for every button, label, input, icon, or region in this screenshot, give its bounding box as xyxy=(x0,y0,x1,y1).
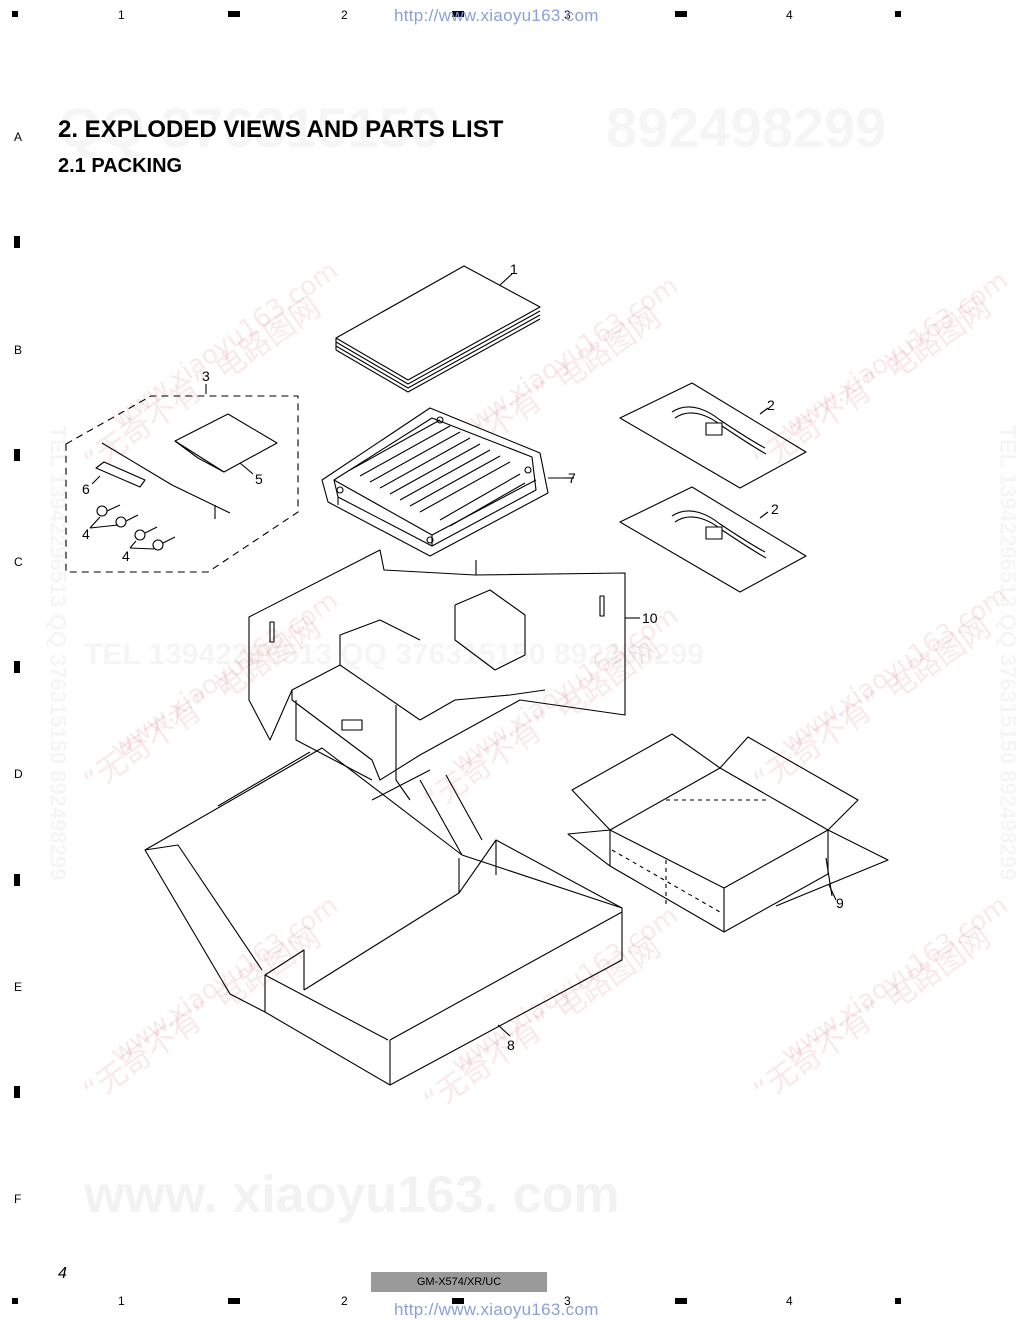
column-number: 1 xyxy=(118,8,125,22)
corner-mark xyxy=(895,11,901,17)
callout-4: 4 xyxy=(122,548,130,564)
column-number: 3 xyxy=(564,8,571,22)
callout-2: 2 xyxy=(771,501,779,517)
column-mark xyxy=(228,1298,240,1304)
column-number: 2 xyxy=(341,1294,348,1308)
page-title: 2. EXPLODED VIEWS AND PARTS LIST xyxy=(58,116,504,143)
row-letter: A xyxy=(14,130,23,144)
column-mark xyxy=(675,1298,687,1304)
callout-6: 6 xyxy=(82,481,90,497)
column-number: 2 xyxy=(341,8,348,22)
row-mark xyxy=(14,1086,20,1098)
part-outer-carton xyxy=(567,733,889,933)
part-bottom-tray xyxy=(144,747,623,1086)
callout-3: 3 xyxy=(202,368,210,384)
row-letter: D xyxy=(14,767,23,781)
part-wiring-harness-a xyxy=(619,382,807,489)
part-manuals xyxy=(335,265,541,393)
column-number: 4 xyxy=(786,1294,793,1308)
row-letter: C xyxy=(14,555,23,569)
page-number: 4 xyxy=(58,1265,67,1282)
row-mark xyxy=(14,661,20,673)
watermark-site: www. xiaoyu163. com xyxy=(84,1166,620,1224)
section-title: 2.1 PACKING xyxy=(58,155,183,177)
row-letter: E xyxy=(14,980,23,994)
callout-7: 7 xyxy=(568,470,576,486)
column-number: 4 xyxy=(786,8,793,22)
watermark-contact: TEL 13942296513 QQ 376315150 892498299 xyxy=(84,638,704,672)
row-mark xyxy=(14,874,20,886)
callout-10: 10 xyxy=(642,610,658,626)
header-url-link[interactable]: http://www.xiaoyu163.com xyxy=(394,6,599,25)
corner-mark xyxy=(12,11,18,17)
column-number: 1 xyxy=(118,1294,125,1308)
row-letter: F xyxy=(14,1192,22,1206)
row-mark xyxy=(14,236,20,248)
callout-1: 1 xyxy=(510,261,518,277)
part-inner-tray xyxy=(248,549,640,801)
callout-9: 9 xyxy=(836,895,844,911)
model-label: GM-X574/XR/UC xyxy=(371,1272,547,1292)
footer-url-link[interactable]: http://www.xiaoyu163.com xyxy=(394,1300,599,1319)
callout-4: 4 xyxy=(82,526,90,542)
column-mark xyxy=(675,11,687,17)
watermark-qq: QQ 376315150 xyxy=(58,95,441,160)
callout-5: 5 xyxy=(255,471,263,487)
column-mark xyxy=(228,11,240,17)
corner-mark xyxy=(12,1298,18,1304)
row-letter: B xyxy=(14,343,23,357)
callout-2: 2 xyxy=(767,397,775,413)
column-mark xyxy=(452,11,464,17)
column-mark xyxy=(452,1298,464,1304)
corner-mark xyxy=(895,1298,901,1304)
part-amplifier xyxy=(321,407,566,557)
row-mark xyxy=(14,449,20,461)
callout-8: 8 xyxy=(507,1037,515,1053)
part-wiring-harness-b xyxy=(619,486,807,593)
column-number: 3 xyxy=(564,1294,571,1308)
part-accessory-bag xyxy=(65,384,299,573)
watermark-number: 892498299 xyxy=(606,95,886,160)
